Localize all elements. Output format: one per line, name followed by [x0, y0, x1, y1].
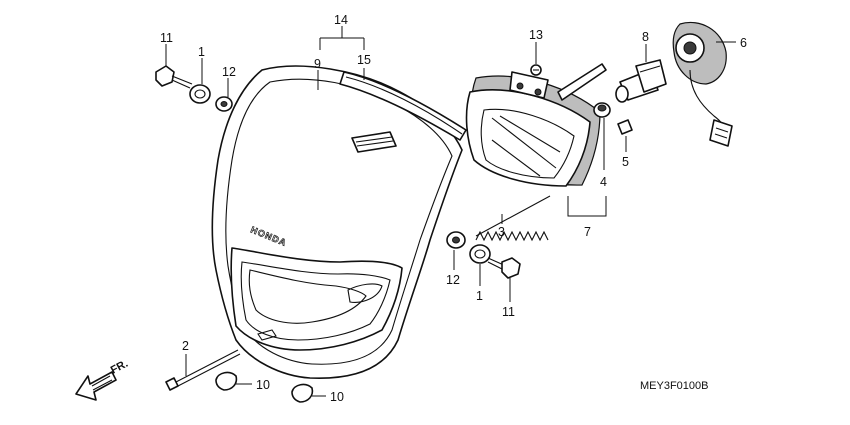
callout-12-upper: 12: [222, 65, 236, 79]
grommet-1-upper: [189, 84, 211, 104]
headlight-bulb: [615, 59, 667, 103]
nut-5: [617, 119, 633, 135]
callout-10-left: 10: [256, 378, 270, 392]
callout-2: 2: [182, 339, 189, 353]
direction-label: FR.: [109, 358, 130, 377]
callout-8: 8: [642, 30, 649, 44]
adjust-spring: [475, 195, 551, 242]
callout-12-lower: 12: [446, 273, 460, 287]
bolt-11-lower: [487, 257, 521, 279]
nut-10-right: [291, 383, 314, 403]
callout-11-upper: 11: [160, 31, 173, 45]
nut-10-left: [215, 371, 238, 391]
callout-13: 13: [529, 28, 543, 42]
leader-lines: [165, 26, 736, 397]
headlight-cowl: HONDA: [211, 65, 463, 379]
callout-14: 14: [334, 13, 348, 27]
callout-10-right: 10: [330, 390, 344, 404]
callout-1-lower: 1: [476, 289, 483, 303]
headlight-unit: [465, 63, 607, 187]
callout-7: 7: [584, 225, 591, 239]
seal-strip: [339, 71, 467, 141]
callout-4: 4: [600, 175, 607, 189]
callout-9: 9: [314, 57, 321, 71]
callout-6: 6: [740, 36, 747, 50]
callout-3: 3: [498, 225, 505, 239]
screw-13: [530, 64, 542, 76]
drawing-code: MEY3F0100B: [640, 380, 708, 392]
collar-12-lower: [446, 231, 466, 249]
callout-5: 5: [622, 155, 629, 169]
collar-12-upper: [215, 96, 233, 112]
bolt-11-upper: [155, 65, 193, 89]
grommet-4: [593, 102, 611, 118]
bulb-socket: [672, 21, 733, 147]
long-bolt-2: [165, 349, 241, 391]
callout-15: 15: [357, 53, 371, 67]
front-direction-arrow: FR.: [75, 358, 130, 401]
callout-11-lower: 11: [502, 305, 515, 319]
grommet-1-lower: [469, 244, 491, 264]
callout-1-upper: 1: [198, 45, 205, 59]
